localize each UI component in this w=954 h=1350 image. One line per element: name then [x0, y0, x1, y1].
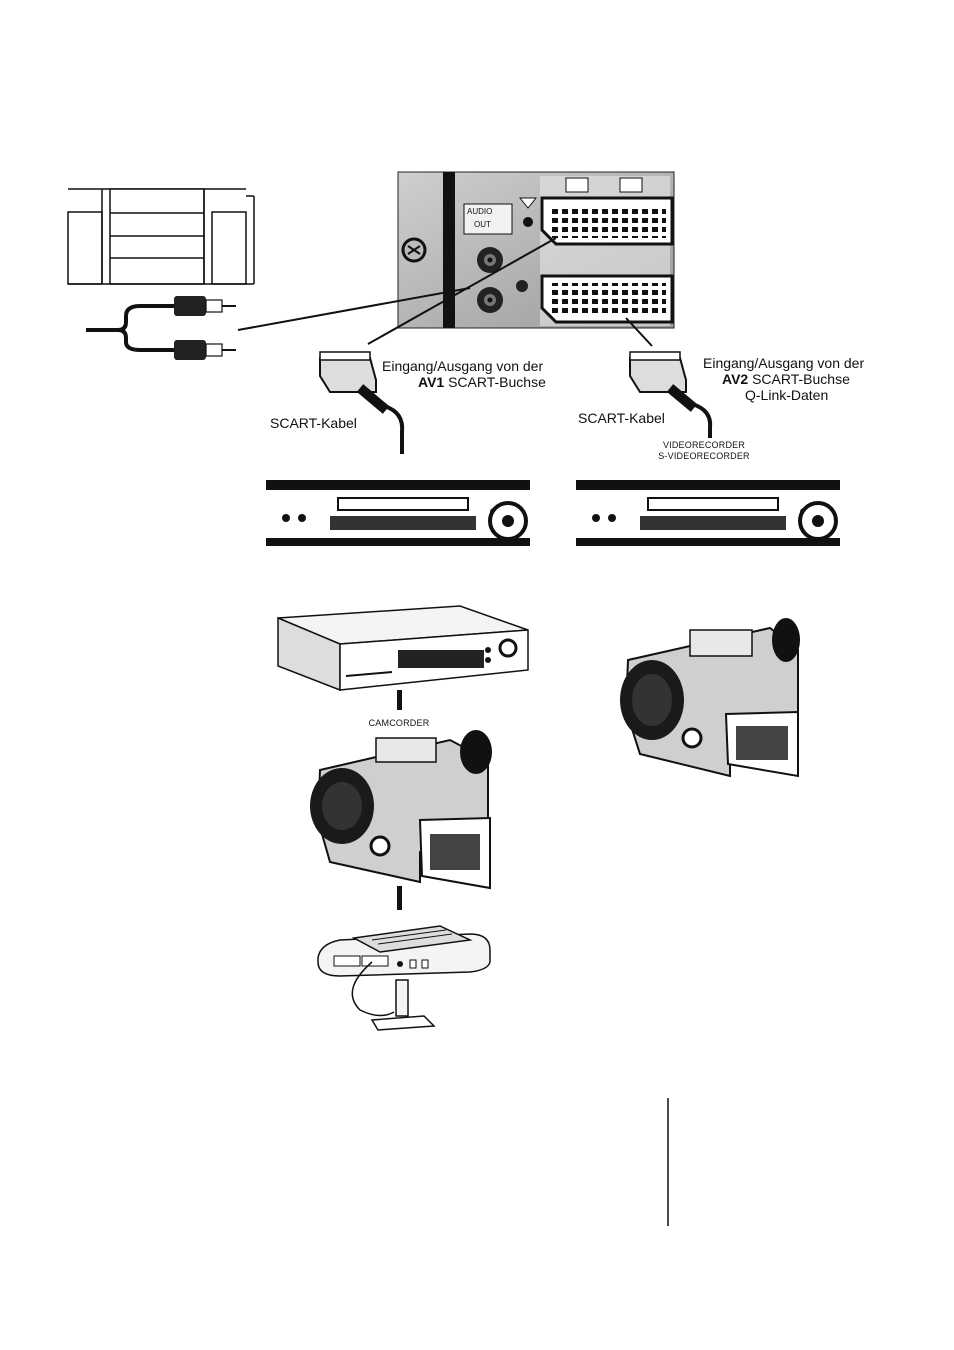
av1-socket-type: SCART-Buchse [448, 374, 546, 390]
s-videorecorder-label: S-VIDEORECORDER [636, 451, 772, 462]
qlink-label: Q-Link-Daten [745, 387, 828, 403]
audio-label: AUDIO [467, 207, 492, 217]
connector-line [397, 886, 402, 910]
satellite-receiver-icon [278, 606, 528, 690]
av2-input-label: Eingang/Ausgang von der [703, 355, 864, 371]
av1-label: AV1 [418, 374, 444, 390]
connector-line [397, 690, 402, 710]
amplifier-icon [68, 189, 254, 284]
av1-cable-label: SCART-Kabel [270, 415, 357, 431]
game-console-icon [318, 926, 490, 1030]
av2-socket-type: SCART-Buchse [752, 371, 850, 387]
av1-input-label: Eingang/Ausgang von der [382, 358, 543, 374]
camcorder-icon [310, 730, 492, 888]
av2-socket-label: AV2 SCART-Buchse [722, 371, 850, 387]
av2-scart-socket [542, 276, 672, 322]
vcr-icon [266, 480, 530, 546]
av1-scart-socket [542, 198, 672, 244]
s-vcr-icon [576, 480, 840, 546]
av2-cable-label: SCART-Kabel [578, 410, 665, 426]
videorecorder-label: VIDEORECORDER [636, 440, 772, 451]
camcorder-label: CAMCORDER [340, 718, 458, 729]
av1-socket-label: AV1 SCART-Buchse [418, 374, 546, 390]
audio-sub-label: OUT [474, 220, 491, 230]
av2-label: AV2 [722, 371, 748, 387]
rca-cable-icon [86, 296, 236, 360]
camcorder-icon [620, 618, 800, 776]
